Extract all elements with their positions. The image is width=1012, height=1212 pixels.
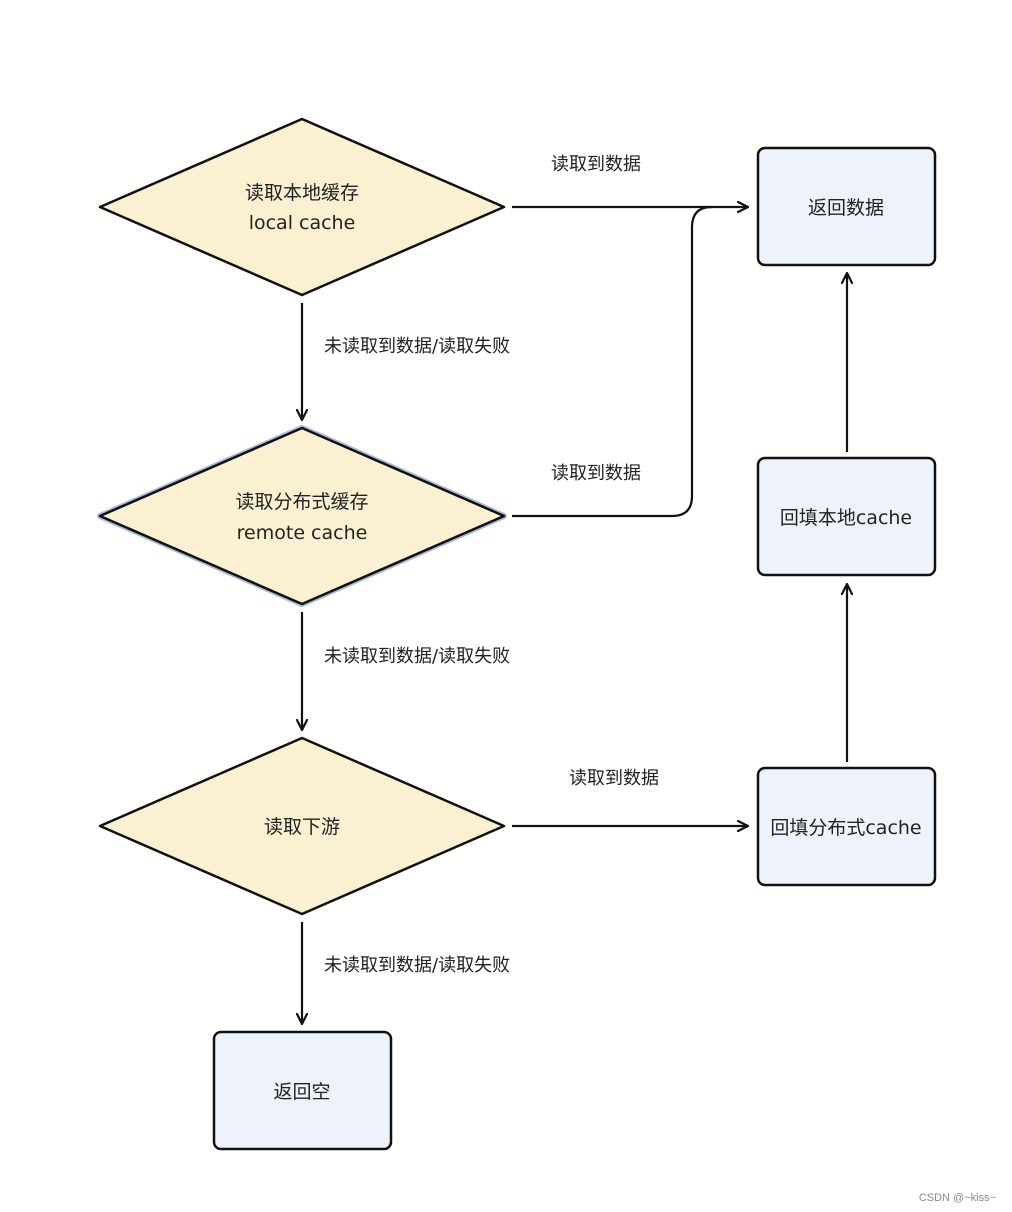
local-cache-label-en: local cache <box>249 212 356 234</box>
remote-cache-label-cn: 读取分布式缓存 <box>235 491 368 513</box>
edge-label-downstream-to-fill: 读取到数据 <box>569 768 659 789</box>
fill-local-label: 回填本地cache <box>780 507 912 529</box>
process-return-data: 返回数据 <box>756 146 937 267</box>
return-empty-label: 返回空 <box>273 1081 330 1103</box>
edge-label-remote-to-downstream: 未读取到数据/读取失败 <box>324 646 510 667</box>
return-data-label: 返回数据 <box>808 197 884 219</box>
decision-local-cache: 读取本地缓存 local cache <box>98 117 506 297</box>
edge-label-downstream-to-empty: 未读取到数据/读取失败 <box>324 955 510 976</box>
edge-label-remote-to-return: 读取到数据 <box>551 463 641 484</box>
process-return-empty: 返回空 <box>212 1030 393 1151</box>
process-fill-local: 回填本地cache <box>756 456 937 577</box>
decision-downstream: 读取下游 <box>98 736 506 916</box>
csdn-watermark: CSDN @~kiss~ <box>918 1192 996 1204</box>
edge-label-local-to-remote: 未读取到数据/读取失败 <box>324 336 510 357</box>
decision-remote-cache: 读取分布式缓存 remote cache <box>97 425 507 607</box>
remote-cache-label-en: remote cache <box>237 522 368 544</box>
process-fill-remote: 回填分布式cache <box>756 766 937 887</box>
local-cache-label-cn: 读取本地缓存 <box>245 182 359 204</box>
edge-remote-to-return <box>512 205 713 518</box>
fill-remote-label: 回填分布式cache <box>770 817 921 839</box>
edge-label-local-to-return: 读取到数据 <box>551 154 641 175</box>
downstream-label: 读取下游 <box>264 816 340 838</box>
